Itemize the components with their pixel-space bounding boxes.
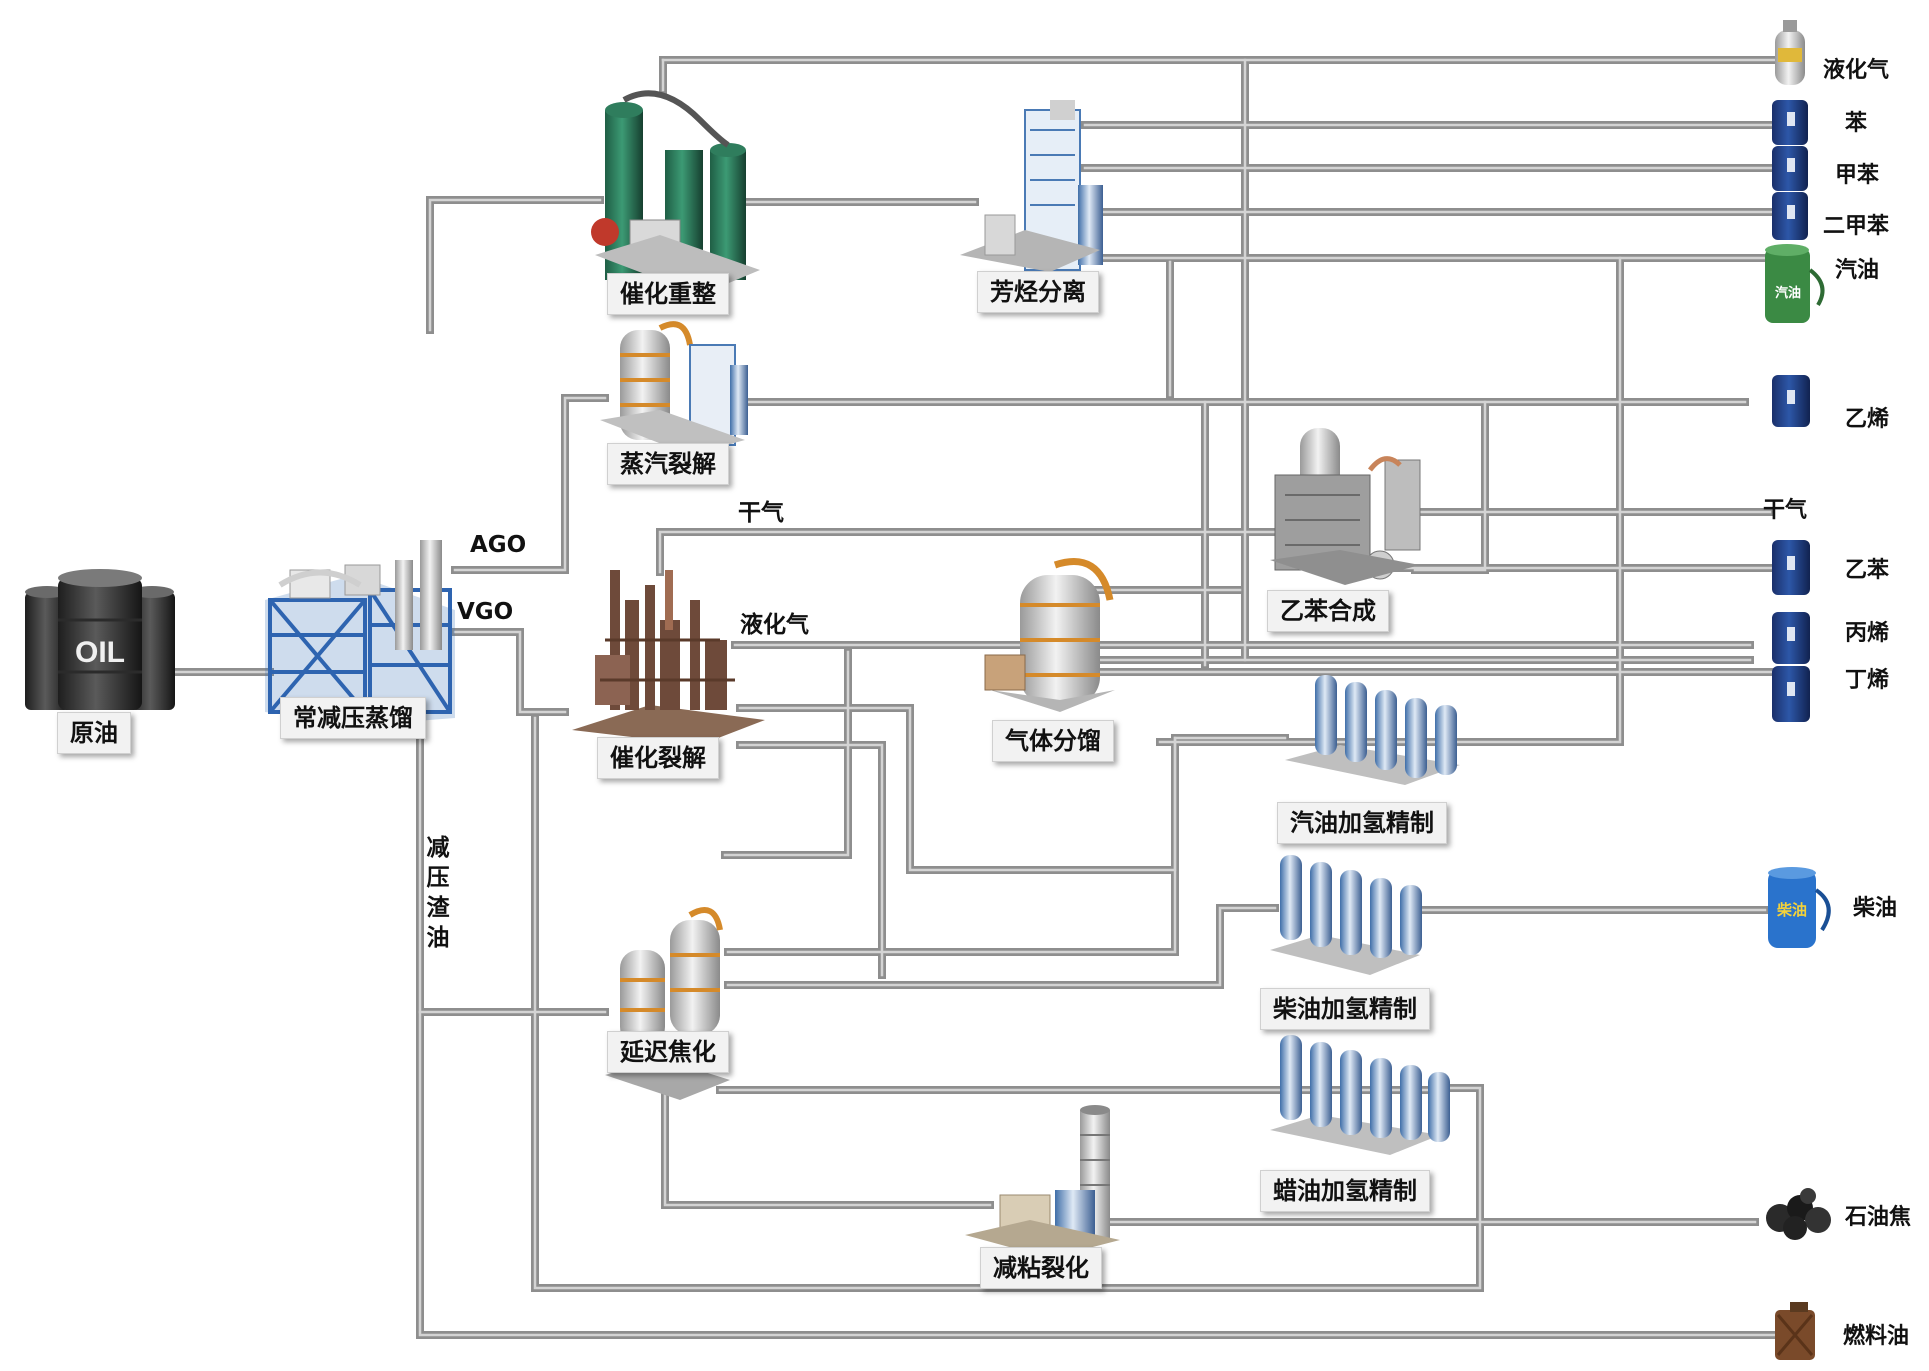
product-propylene-label: 丙烯 <box>1845 621 1890 646</box>
wax-oil-hydrofining-label: 蜡油加氢精制 <box>1260 1170 1430 1212</box>
visbreaking-unit-icon <box>965 1105 1120 1258</box>
catalytic-cracking-unit-icon <box>572 570 765 745</box>
oil-barrels-icon: OIL <box>25 569 175 710</box>
svg-text:柴油: 柴油 <box>1776 901 1807 919</box>
blue-fuel-can-icon: 柴油 <box>1768 867 1831 948</box>
gasoline-hydrofining-unit-icon <box>1285 675 1460 785</box>
steam-cracking-label: 蒸汽裂解 <box>607 443 729 485</box>
blue-drum-icon <box>1772 666 1810 722</box>
steam-cracking-unit-icon <box>600 321 748 455</box>
pipe-network <box>171 56 1784 1339</box>
product-ethylbenzene-label: 乙苯 <box>1845 558 1890 583</box>
product-toluene-label: 甲苯 <box>1835 163 1880 188</box>
blue-drum-icon <box>1772 192 1808 240</box>
gas-cylinder-icon <box>1775 20 1805 85</box>
distillation-label: 常减压蒸馏 <box>280 697 426 739</box>
coal-lumps-icon <box>1766 1188 1831 1240</box>
svg-text:OIL: OIL <box>75 636 125 669</box>
svg-text:汽油: 汽油 <box>1775 285 1801 301</box>
ago-stream-label: AGO <box>470 532 527 558</box>
gasoline-hydrofining-label: 汽油加氢精制 <box>1277 802 1447 844</box>
ethylbenzene-synthesis-label: 乙苯合成 <box>1267 590 1389 632</box>
blue-drum-icon <box>1772 100 1808 145</box>
jerry-can-icon <box>1775 1302 1815 1360</box>
diesel-hydrofining-unit-icon <box>1270 855 1422 975</box>
product-dry-gas-label: 干气 <box>1763 498 1808 523</box>
blue-drum-icon <box>1772 146 1808 191</box>
dry-gas-stream-label: 干气 <box>738 500 784 526</box>
ethylbenzene-synthesis-unit-icon <box>1270 428 1421 585</box>
product-gasoline-label: 汽油 <box>1835 258 1880 283</box>
blue-drum-icon <box>1772 540 1810 595</box>
delayed-coking-unit-icon <box>605 907 730 1100</box>
blue-drum-icon <box>1772 612 1810 664</box>
product-butylene-label: 丁烯 <box>1845 668 1890 693</box>
catalytic-reforming-unit-icon <box>591 90 760 295</box>
catalytic-cracking-label: 催化裂解 <box>597 737 719 779</box>
wax-oil-hydrofining-unit-icon <box>1270 1035 1450 1155</box>
catalytic-reforming-label: 催化重整 <box>607 273 729 315</box>
vgo-stream-label: VGO <box>457 599 514 625</box>
aromatics-separation-unit-icon <box>960 100 1103 272</box>
gas-fractionation-unit-icon <box>984 558 1115 712</box>
product-ethylene-label: 乙烯 <box>1845 407 1890 432</box>
delayed-coking-label: 延迟焦化 <box>607 1031 729 1073</box>
aromatics-separation-label: 芳烃分离 <box>977 271 1099 313</box>
product-benzene-label: 苯 <box>1845 111 1868 136</box>
blue-drum-icon <box>1772 375 1810 427</box>
gas-fractionation-label: 气体分馏 <box>992 720 1114 762</box>
diesel-hydrofining-label: 柴油加氢精制 <box>1260 988 1430 1030</box>
crude-oil-label: 原油 <box>57 712 131 754</box>
visbreaking-label: 减粘裂化 <box>980 1247 1102 1289</box>
lpg-stream-label: 液化气 <box>740 612 809 638</box>
product-xylene-label: 二甲苯 <box>1823 214 1890 239</box>
vacuum-residue-stream-label: 减压渣油 <box>426 835 450 951</box>
product-fuel-oil-label: 燃料油 <box>1843 1324 1910 1349</box>
product-lpg-label: 液化气 <box>1823 58 1890 83</box>
product-diesel-label: 柴油 <box>1853 896 1898 921</box>
green-fuel-can-icon: 汽油 <box>1765 244 1825 323</box>
product-petroleum-coke-label: 石油焦 <box>1845 1205 1912 1230</box>
distillation-unit-icon <box>265 540 455 725</box>
